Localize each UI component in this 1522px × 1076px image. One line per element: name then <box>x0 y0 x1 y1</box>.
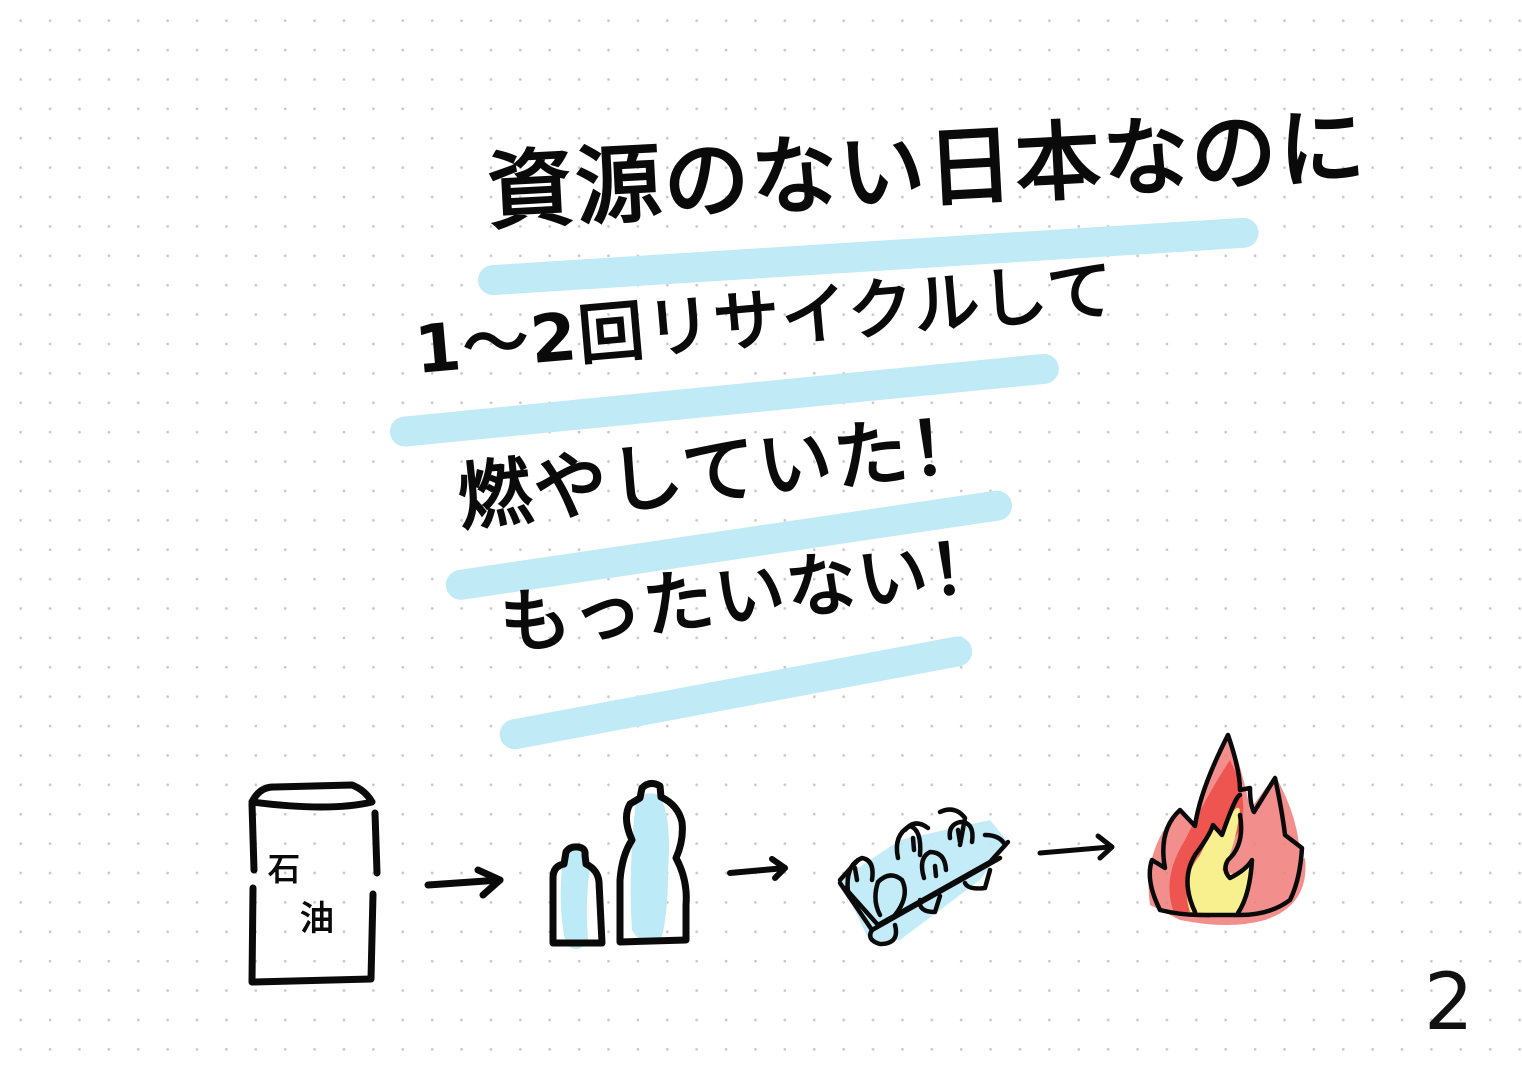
oil-can-label-top: 石 <box>267 850 300 888</box>
egg-carton-icon <box>837 807 1011 947</box>
fire-icon <box>1147 732 1306 925</box>
plastic-bottles-icon <box>549 779 690 949</box>
oil-can-label-bottom: 油 <box>300 899 334 939</box>
arrow-icon <box>727 856 788 881</box>
arrow-icon <box>1037 833 1115 861</box>
arrow-icon <box>424 866 504 899</box>
oil-can-icon <box>248 781 381 986</box>
page-number: 2 <box>1424 958 1474 1048</box>
